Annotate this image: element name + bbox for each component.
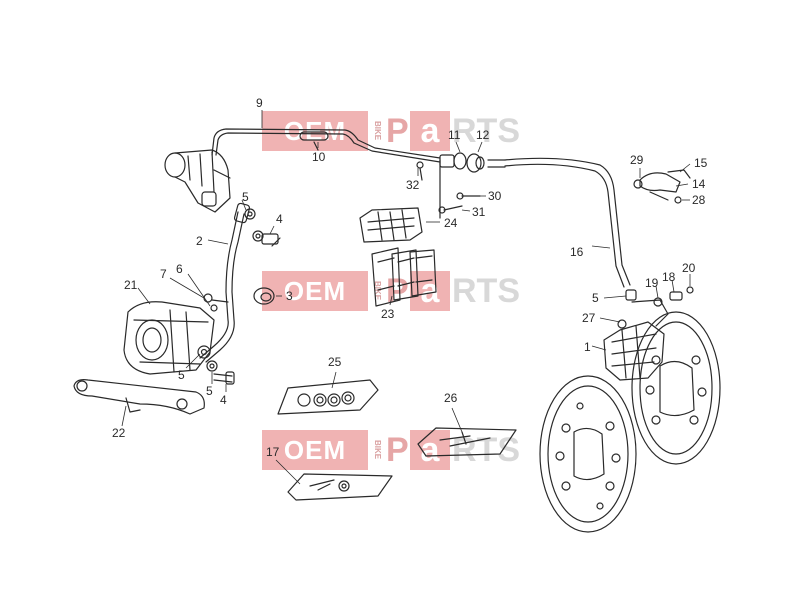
callout-5-front: 5 (592, 291, 599, 305)
brake-pads-24 (359, 207, 423, 243)
leader-lines (121, 110, 691, 485)
callout-12: 12 (476, 128, 490, 142)
watermark-a: a (410, 430, 450, 470)
callout-21: 21 (124, 278, 138, 292)
kit-pouch-17 (287, 473, 393, 501)
callout-31: 31 (472, 205, 486, 219)
callout-7: 7 (160, 267, 167, 281)
rear-caliper-21 (123, 301, 215, 375)
kit-pouch-25 (277, 379, 379, 415)
brake-pads-23 (371, 247, 437, 307)
watermark-p: P (386, 431, 409, 469)
watermark-top: OEM BIKE P a RTS (262, 111, 542, 151)
callout-23: 23 (381, 307, 395, 321)
brake-disc-rear (539, 375, 637, 533)
callout-9: 9 (256, 96, 263, 110)
watermark-middle: OEM BIKE P a RTS (262, 271, 542, 311)
callout-2: 2 (196, 234, 203, 248)
bolts-30-31 (438, 159, 481, 219)
callout-5-upper: 5 (242, 190, 249, 204)
callout-17: 17 (266, 445, 280, 459)
callout-5-lower: 5 (206, 384, 213, 398)
callout-30: 30 (488, 189, 502, 203)
callout-1: 1 (584, 340, 591, 354)
watermark-a: a (410, 271, 450, 311)
callout-32: 32 (406, 178, 420, 192)
watermark-bike: BIKE (373, 440, 382, 460)
callout-6: 6 (176, 262, 183, 276)
brake-hose-2 (199, 202, 251, 363)
front-hardware (625, 286, 694, 307)
grommet-3 (253, 287, 275, 305)
callout-3: 3 (286, 289, 293, 303)
callout-20: 20 (682, 261, 696, 275)
washers-bolt-upper (244, 208, 281, 247)
callout-15: 15 (694, 156, 708, 170)
fittings-lower (197, 345, 235, 385)
front-caliper-1 (603, 299, 669, 381)
bolts-6-7 (203, 293, 229, 312)
watermark-p: P (386, 272, 409, 310)
watermark-bike: BIKE (373, 121, 382, 141)
brake-disc-front (631, 311, 721, 465)
master-cylinder (164, 149, 231, 213)
watermark-oem: OEM (262, 271, 368, 311)
kit-pouch-26 (417, 427, 517, 457)
callout-29: 29 (630, 153, 644, 167)
callout-28: 28 (692, 193, 706, 207)
callout-16: 16 (570, 245, 584, 259)
bracket-22 (73, 379, 205, 415)
union-fitting (416, 152, 485, 181)
callout-18: 18 (662, 270, 676, 284)
callout-4-upper: 4 (276, 212, 283, 226)
brake-pipe-9 (211, 128, 441, 163)
callout-25: 25 (328, 355, 342, 369)
callout-26: 26 (444, 391, 458, 405)
callout-22: 22 (112, 426, 126, 440)
callout-24: 24 (444, 216, 458, 230)
sleeve-10 (299, 131, 329, 151)
watermark-a: a (410, 111, 450, 151)
callout-5-lower-left: 5 (178, 368, 185, 382)
callout-14: 14 (692, 177, 706, 191)
watermark-rts: RTS (452, 112, 520, 150)
watermark-rts: RTS (452, 272, 520, 310)
brake-hose-16 (487, 157, 631, 288)
watermark-bike: BIKE (373, 281, 382, 301)
callout-27: 27 (582, 311, 596, 325)
callout-19: 19 (645, 276, 659, 290)
callout-10: 10 (312, 150, 326, 164)
watermark-p: P (386, 112, 409, 150)
clamp-14-15 (633, 169, 691, 204)
callout-11: 11 (448, 128, 461, 142)
callout-4-lower: 4 (220, 393, 227, 407)
